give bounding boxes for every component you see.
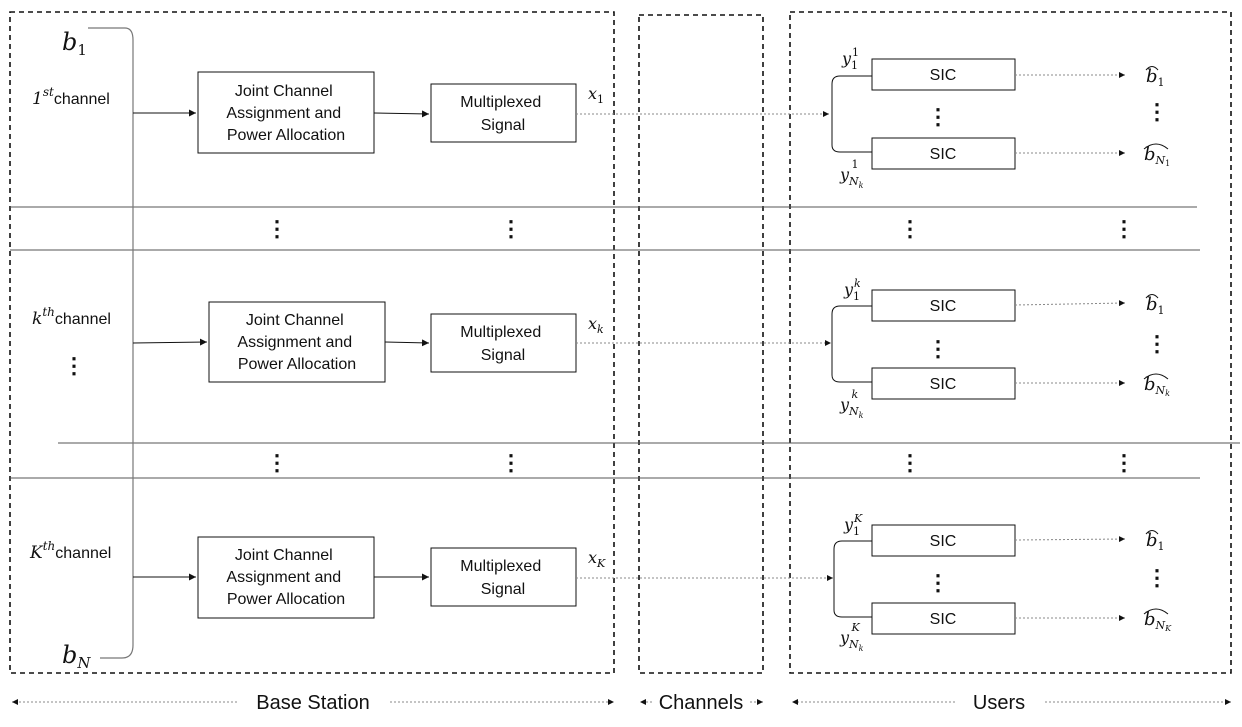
hat-mark — [1145, 66, 1159, 71]
user-split-bracket — [831, 75, 872, 153]
block-arrow — [373, 110, 430, 118]
output-arrow — [1014, 536, 1126, 543]
vertical-ellipsis: ⋮ — [927, 570, 949, 596]
y-bottom-label: yNkk — [839, 388, 864, 420]
brace-bottom-label: bN — [62, 641, 91, 672]
multiplexed-signal-block — [430, 547, 577, 607]
hat-mark — [1143, 143, 1169, 150]
multiplexed-signal-text: Multiplexed Signal — [460, 324, 545, 364]
joint-assignment-text: Joint Channel Assignment and Power Alloc… — [226, 547, 345, 608]
channels-label: Channels — [659, 692, 744, 714]
sic-block-bottom — [871, 367, 1016, 400]
users-label: Users — [973, 692, 1025, 714]
output-bottom-label: bNK — [1144, 609, 1172, 633]
output-bottom-label: bNk — [1144, 374, 1170, 398]
y-bottom-label: yNk1 — [839, 158, 864, 190]
vertical-ellipsis: ⋮ — [266, 216, 288, 242]
sic-block-bottom — [871, 137, 1016, 170]
output-top-label: b1 — [1146, 294, 1165, 317]
y-top-label: y1k — [843, 277, 861, 303]
y-top-label: y1K — [843, 512, 863, 538]
output-bottom-label: bN1 — [1144, 144, 1170, 168]
user-split-bracket — [833, 540, 872, 618]
base-station-region — [9, 11, 615, 674]
vertical-ellipsis: ⋮ — [1146, 331, 1168, 357]
sic-label: SIC — [930, 376, 957, 393]
base-station-label: Base Station — [256, 692, 369, 714]
block-arrow — [384, 339, 430, 347]
channel-row-k: kthchannel ⋮ Joint Channel Assignment an… — [32, 277, 1170, 420]
vertical-ellipsis: ⋮ — [899, 450, 921, 476]
signal-label: xK — [588, 548, 606, 570]
vertical-ellipsis: ⋮ — [927, 104, 949, 130]
sic-label: SIC — [930, 67, 957, 84]
vertical-ellipsis: ⋮ — [500, 450, 522, 476]
vertical-ellipsis: ⋮ — [927, 336, 949, 362]
joint-assignment-text: Joint Channel Assignment and Power Alloc… — [226, 83, 345, 144]
vertical-ellipsis: ⋮ — [266, 450, 288, 476]
multiplexed-signal-block — [430, 83, 577, 143]
user-split-bracket — [831, 305, 872, 383]
multiplexed-signal-text: Multiplexed Signal — [460, 558, 545, 598]
vertical-ellipsis: ⋮ — [1146, 99, 1168, 125]
hat-mark — [1145, 530, 1159, 535]
signal-label: xk — [588, 314, 604, 336]
channel-label: 1stchannel — [32, 85, 110, 109]
multiplexed-signal-text: Multiplexed Signal — [460, 94, 545, 134]
hat-mark — [1143, 608, 1169, 615]
sic-label: SIC — [930, 146, 957, 163]
y-top-label: y11 — [841, 46, 859, 72]
joint-assignment-text: Joint Channel Assignment and Power Alloc… — [237, 312, 356, 373]
vertical-ellipsis: ⋮ — [1113, 216, 1135, 242]
channel-row-1: 1stchannel Joint Channel Assignment and … — [32, 46, 1170, 190]
vertical-ellipsis: ⋮ — [63, 353, 85, 379]
channel-label: kthchannel — [32, 305, 111, 329]
output-top-label: b1 — [1146, 530, 1165, 553]
vertical-ellipsis: ⋮ — [500, 216, 522, 242]
sic-label: SIC — [930, 298, 957, 315]
output-arrow — [1014, 300, 1126, 307]
sic-label: SIC — [930, 611, 957, 628]
joint-assignment-block — [197, 71, 375, 154]
hat-mark — [1143, 373, 1169, 380]
channels-region — [638, 14, 764, 674]
output-top-label: b1 — [1146, 66, 1165, 89]
brace-top-label: b1 — [62, 28, 87, 59]
vertical-ellipsis: ⋮ — [1113, 450, 1135, 476]
channel-row-K: Kthchannel Joint Channel Assignment and … — [29, 512, 1172, 653]
joint-assignment-block — [208, 301, 386, 383]
sic-label: SIC — [930, 533, 957, 550]
y-bottom-label: yNkK — [839, 621, 864, 653]
hat-mark — [1145, 294, 1159, 299]
sic-block-bottom — [871, 602, 1016, 635]
joint-assignment-block — [197, 536, 375, 619]
input-arrow — [132, 338, 208, 346]
input-bits-brace — [88, 27, 134, 659]
channel-label: Kthchannel — [29, 539, 111, 563]
signal-label: x1 — [588, 84, 604, 106]
sic-block-top — [871, 289, 1016, 322]
vertical-ellipsis: ⋮ — [899, 216, 921, 242]
vertical-ellipsis: ⋮ — [1146, 565, 1168, 591]
region-footer: Base Station Channels Users — [12, 692, 1231, 714]
sic-block-top — [871, 524, 1016, 557]
